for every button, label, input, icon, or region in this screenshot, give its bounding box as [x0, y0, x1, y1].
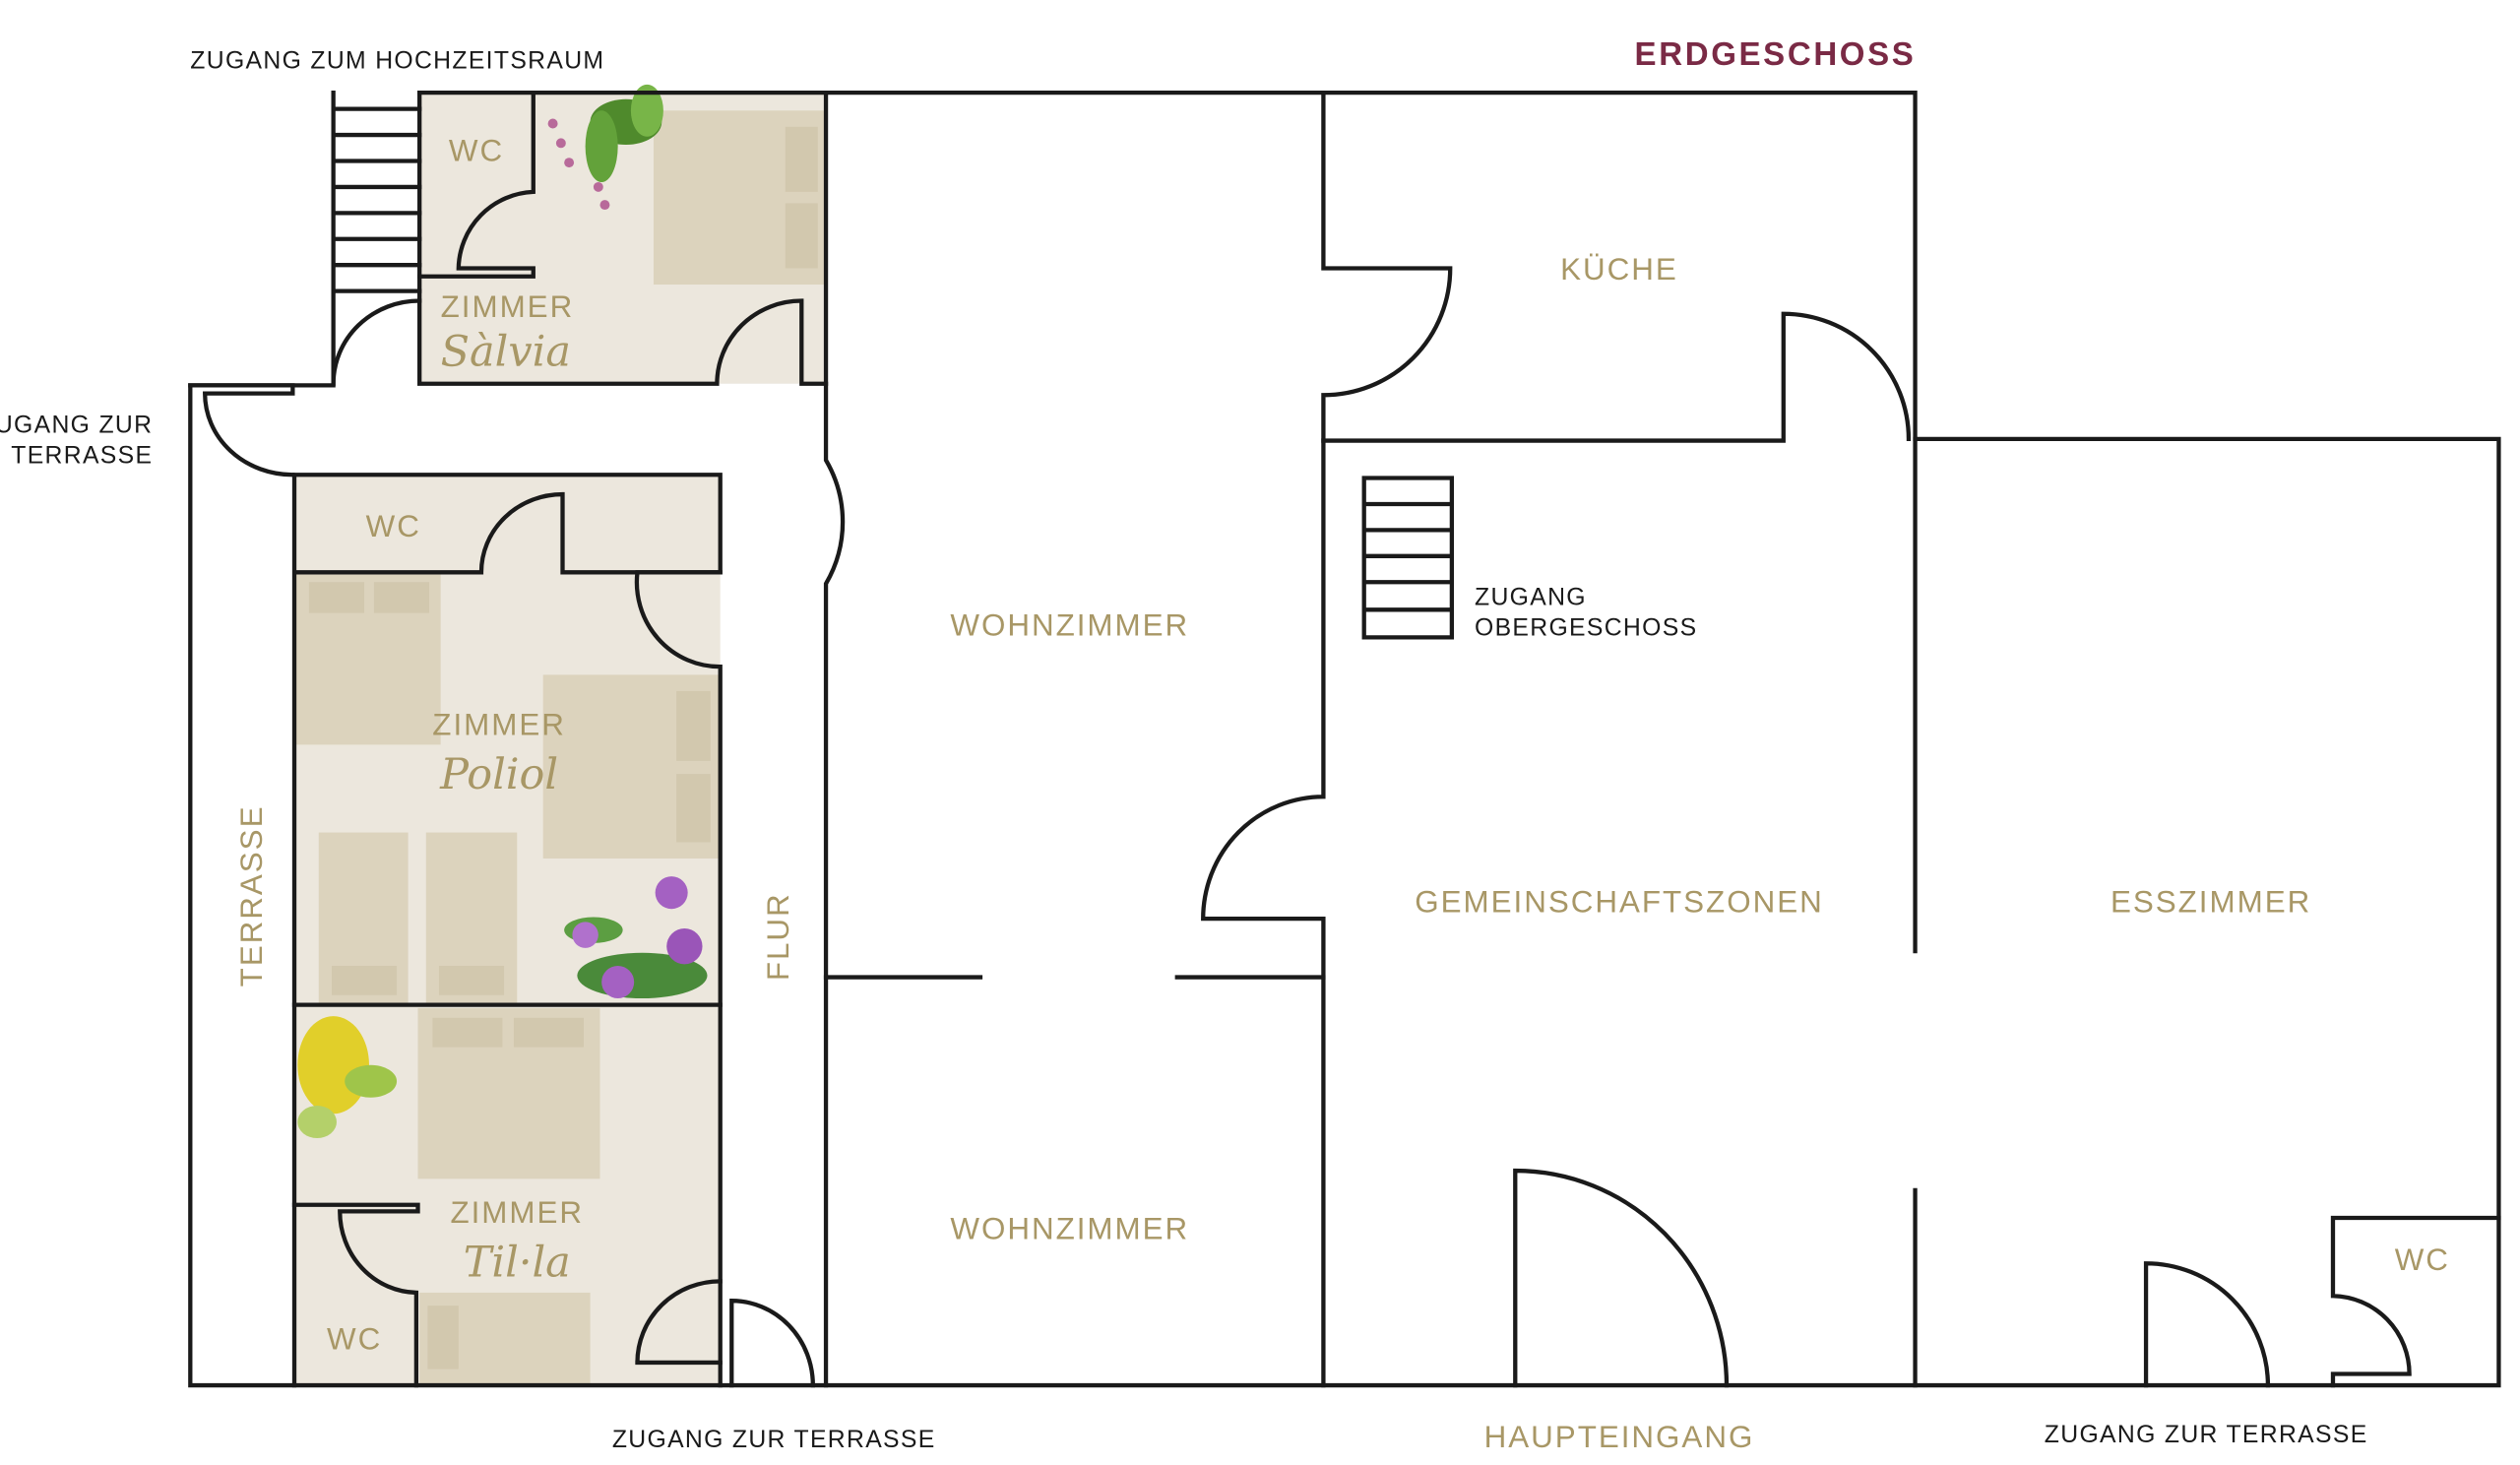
salvia-room-name: Sàlvia — [441, 328, 571, 377]
salvia-wc-label: WC — [449, 133, 504, 167]
floor-title: ERDGESCHOSS — [1635, 35, 1917, 72]
access-terrace-left-label-2: TERRASSE — [11, 443, 153, 470]
furniture — [294, 110, 827, 1386]
esszimmer-label: ESSZIMMER — [2110, 884, 2311, 919]
wohnzimmer-2-label: WOHNZIMMER — [950, 1211, 1189, 1245]
bee-balm-plant-illustration — [564, 876, 708, 999]
esszimmer-wc-label: WC — [2395, 1242, 2450, 1277]
access-terrace-right-label: ZUGANG ZUR TERRASSE — [2045, 1422, 2368, 1448]
access-upper-floor-label-1: ZUGANG — [1475, 584, 1587, 610]
access-upper-floor-label-2: OBERGESCHOSS — [1475, 615, 1697, 642]
tilla-wc-label: WC — [327, 1322, 382, 1357]
poliol-wc-label: WC — [366, 509, 421, 543]
wohnzimmer-1-label: WOHNZIMMER — [950, 608, 1189, 643]
haupteingang-label: HAUPTEINGANG — [1484, 1420, 1755, 1454]
access-terrace-bottom-label: ZUGANG ZUR TERRASSE — [612, 1427, 936, 1453]
walls — [188, 90, 2501, 1388]
flur-label: FLUR — [761, 892, 795, 981]
access-terrace-left-label-1: ZUGANG ZUR — [0, 412, 153, 438]
gemeinschaft-label: GEMEINSCHAFTSZONEN — [1415, 884, 1824, 919]
access-wedding-room-label: ZUGANG ZUM HOCHZEITSRAUM — [190, 47, 604, 74]
salvia-room-prefix: ZIMMER — [441, 289, 575, 324]
tilla-room-prefix: ZIMMER — [450, 1195, 584, 1230]
poliol-room-prefix: ZIMMER — [432, 707, 566, 741]
kueche-label: KÜCHE — [1560, 252, 1678, 287]
terrasse-label: TERRASSE — [234, 805, 269, 987]
sage-plant-illustration — [547, 84, 663, 211]
linden-plant-illustration — [297, 1016, 398, 1139]
tilla-room-name: Til·la — [464, 1238, 571, 1287]
poliol-room-name: Poliol — [439, 750, 558, 799]
